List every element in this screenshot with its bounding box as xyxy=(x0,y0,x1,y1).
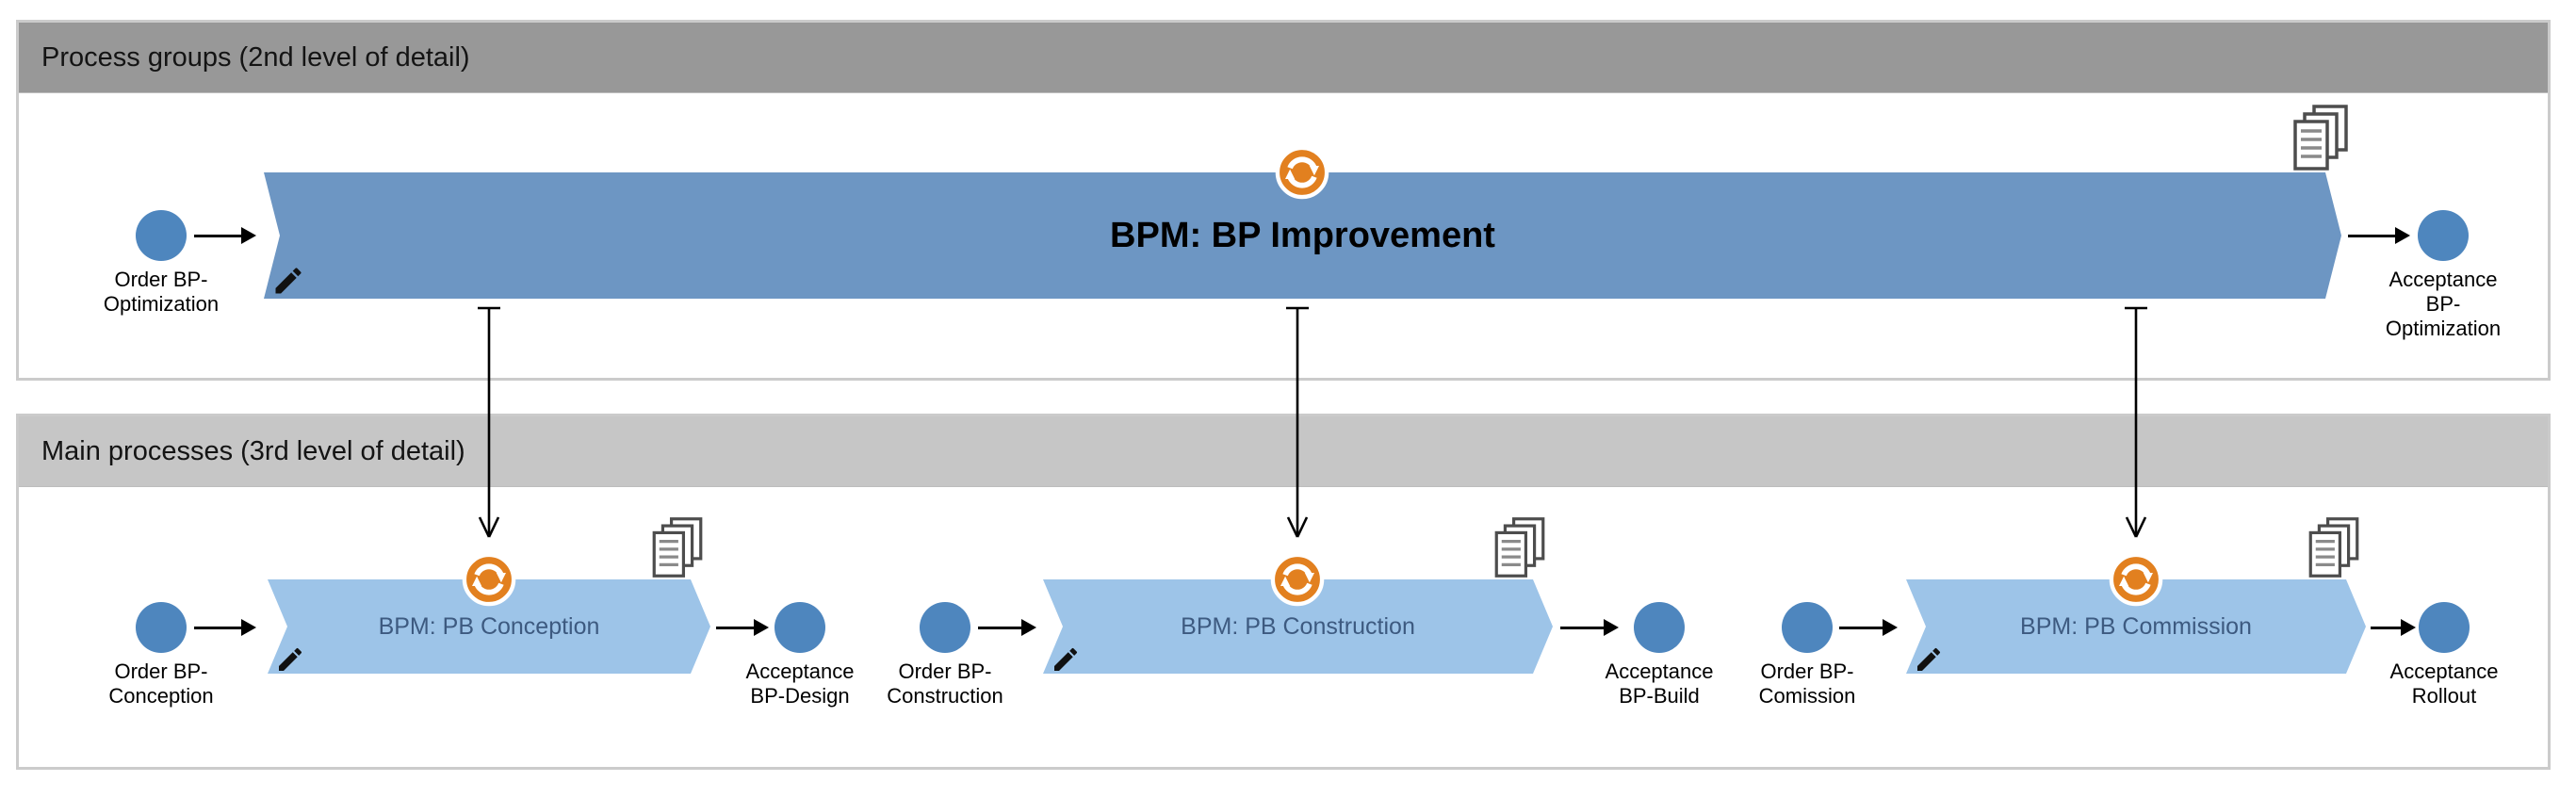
flow-arrow xyxy=(2371,619,2416,636)
process-group-shape[interactable]: BPM: BP Improvement xyxy=(264,172,2341,299)
documents-stack-icon[interactable] xyxy=(650,516,705,578)
start-event-order-bp-conception[interactable] xyxy=(136,602,187,653)
flow-arrow xyxy=(1839,619,1898,636)
refresh-loop-icon[interactable] xyxy=(2109,552,2163,607)
event-label-acceptance-bp-build: Acceptance BP-Build xyxy=(1605,660,1714,708)
event-label-order-bp-conception: Order BP- Conception xyxy=(108,660,214,708)
event-label-acceptance-bp-design: Acceptance BP-Design xyxy=(745,660,855,708)
event-label-acceptance-bp-optimization: Acceptance BP- Optimization xyxy=(2385,268,2502,340)
main-process-shape-construction[interactable]: BPM: PB Construction xyxy=(1043,579,1553,674)
main-process-title-conception: BPM: PB Conception xyxy=(378,612,600,640)
event-label-order-bp-optimization: Order BP- Optimization xyxy=(103,268,220,316)
main-process-title-construction: BPM: PB Construction xyxy=(1181,612,1415,640)
documents-stack-icon[interactable] xyxy=(2291,104,2350,171)
flow-arrow xyxy=(1560,619,1619,636)
event-label-order-bp-comission: Order BP- Comission xyxy=(1758,660,1856,708)
edit-pencil-icon[interactable] xyxy=(271,264,305,298)
lane-main-processes-title: Main processes (3rd level of detail) xyxy=(41,435,465,466)
start-event-order-bp-optimization[interactable] xyxy=(136,210,187,261)
refinement-connector-1 xyxy=(478,306,500,538)
lane-main-processes-header: Main processes (3rd level of detail) xyxy=(19,416,2548,487)
process-group-title: BPM: BP Improvement xyxy=(1110,215,1495,255)
flow-arrow xyxy=(194,619,256,636)
refinement-connector-2 xyxy=(1286,306,1309,538)
start-event-order-bp-construction[interactable] xyxy=(920,602,970,653)
edit-pencil-icon[interactable] xyxy=(275,644,305,675)
event-label-acceptance-rollout: Acceptance Rollout xyxy=(2389,660,2499,708)
flow-arrow xyxy=(716,619,769,636)
end-event-acceptance-bp-optimization[interactable] xyxy=(2418,210,2469,261)
end-event-acceptance-bp-design[interactable] xyxy=(774,602,825,653)
main-process-title-commission: BPM: PB Commission xyxy=(2020,612,2252,640)
flow-arrow xyxy=(978,619,1036,636)
documents-stack-icon[interactable] xyxy=(1492,516,1547,578)
refresh-loop-icon[interactable] xyxy=(1270,552,1325,607)
edit-pencil-icon[interactable] xyxy=(1051,644,1081,675)
refresh-loop-icon[interactable] xyxy=(1275,145,1329,200)
edit-pencil-icon[interactable] xyxy=(1914,644,1944,675)
end-event-acceptance-bp-build[interactable] xyxy=(1634,602,1685,653)
start-event-order-bp-comission[interactable] xyxy=(1782,602,1833,653)
refresh-loop-icon[interactable] xyxy=(462,552,516,607)
end-event-acceptance-rollout[interactable] xyxy=(2419,602,2470,653)
lane-process-groups-title: Process groups (2nd level of detail) xyxy=(41,41,470,73)
flow-arrow xyxy=(2348,227,2410,244)
lane-process-groups-header: Process groups (2nd level of detail) xyxy=(19,23,2548,93)
refinement-connector-3 xyxy=(2125,306,2147,538)
documents-stack-icon[interactable] xyxy=(2307,516,2361,578)
flow-arrow xyxy=(194,227,256,244)
event-label-order-bp-construction: Order BP- Construction xyxy=(887,660,1003,708)
